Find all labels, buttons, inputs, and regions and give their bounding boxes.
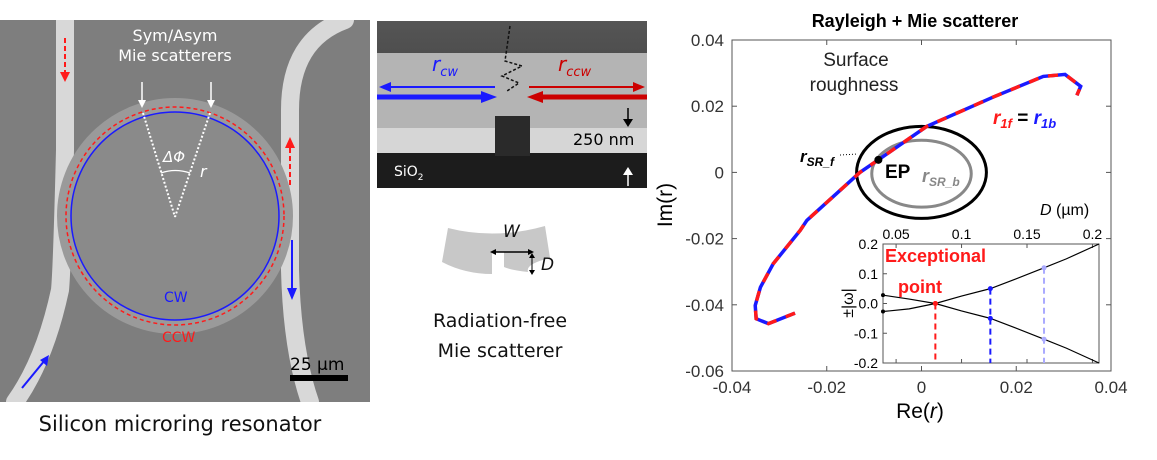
inset-x-tick-label: 0.15 [1013, 226, 1040, 242]
panel-b-caption: Radiation-free Mie scatterer [420, 306, 580, 366]
r-sr-f-leader [839, 153, 859, 156]
x-tick-label: -0.04 [713, 378, 752, 397]
inset-marker-point [987, 315, 993, 321]
panel-a-caption: Silicon microring resonator [38, 412, 322, 436]
inset-start-point [881, 293, 885, 298]
r-sr-f-label: rSR_f [800, 147, 835, 169]
scatterer-annotation: Sym/Asym Mie scatterers [0, 26, 350, 66]
r1f-r1b-label: r1f = r1b [993, 108, 1056, 131]
ccw-path [65, 106, 285, 326]
inset-y-tick-label: 0.2 [859, 236, 879, 252]
microring-sem-image [0, 20, 370, 402]
ep-annotation-1: Exceptional [885, 246, 986, 266]
inset-x-tick-label: 0.2 [1083, 226, 1103, 242]
annotation-line1: Sym/Asym [132, 26, 218, 45]
inset-x-label: D (µm) [1040, 202, 1089, 219]
x-axis-label: Re(r) [896, 400, 944, 423]
r-ccw-label: rccw [558, 52, 592, 80]
ep-label: EP [885, 162, 911, 183]
ep-point [874, 155, 883, 164]
blue-arrow-input [21, 359, 46, 389]
x-tick-label: 0.04 [1094, 378, 1127, 397]
y-tick-label: -0.04 [685, 296, 724, 315]
inset-y-tick-label: 0.1 [859, 266, 879, 282]
scale-bar-label: 25 µm [290, 355, 345, 375]
inset-y-tick-label: 0.0 [859, 296, 879, 312]
scattering-wave-icon [500, 25, 525, 92]
inset-marker-point [932, 301, 938, 306]
ring-waveguide [57, 98, 293, 334]
scatterer-sem-image [377, 21, 647, 188]
curve-r1f [753, 72, 1083, 326]
inset-y-label: ±|ω| [840, 288, 857, 318]
w-label: W [503, 222, 520, 242]
mie-scatterer-shape [442, 226, 550, 275]
x-tick-label: 0 [917, 378, 926, 397]
right-bus-waveguide [281, 20, 354, 402]
x-tick-label: 0.02 [1000, 378, 1033, 397]
angle-arc [160, 169, 191, 174]
r-cw-label: rcw [432, 52, 459, 80]
inset-marker-point [1041, 265, 1047, 271]
surface-label-2: roughness [810, 75, 899, 96]
inset-marker-point [1041, 336, 1047, 342]
thickness-arrow-bottom [623, 167, 633, 175]
ep-annotation-2: point [898, 277, 942, 297]
inset-x-tick-label: 0.1 [952, 226, 972, 242]
angle-label: ΔΦ [163, 148, 186, 166]
annotation-line2: Mie scatterers [118, 46, 232, 65]
r-sr-b-label: rSR_b [922, 166, 960, 189]
d-label: D [541, 255, 555, 275]
inset-start-point [881, 309, 885, 314]
y-tick-label: 0.02 [691, 97, 724, 116]
radius-label: r [200, 162, 207, 181]
ccw-label: CCW [162, 330, 196, 346]
scatterer-notch [495, 116, 530, 156]
caption-line1: Radiation-free [432, 310, 568, 332]
y-tick-label: -0.02 [685, 230, 724, 249]
inset-y-tick-label: -0.1 [854, 325, 878, 341]
thickness-label: 250 nm [573, 130, 635, 149]
y-tick-label: 0.04 [691, 31, 724, 50]
x-tick-label: -0.02 [807, 378, 846, 397]
chart-title: Rayleigh + Mie scatterer [812, 11, 1019, 31]
ellipse-r-sr-f [855, 124, 988, 220]
cw-label: CW [164, 290, 188, 306]
caption-line2: Mie scatterer [437, 340, 563, 362]
ellipse-r-sr-b [870, 138, 973, 209]
y-tick-label: -0.06 [685, 362, 724, 381]
cw-path [70, 111, 280, 321]
surface-label-1: Surface [823, 50, 888, 71]
inset-marker-point [987, 286, 993, 292]
inset-y-tick-label: -0.2 [854, 355, 878, 371]
y-tick-label: 0 [715, 163, 724, 182]
inset-x-tick-label: 0.05 [882, 226, 909, 242]
thickness-arrow-top [623, 119, 633, 127]
substrate-label: SiO2 [394, 164, 424, 183]
scale-bar [290, 375, 348, 381]
y-axis-label: Im(r) [654, 183, 677, 227]
